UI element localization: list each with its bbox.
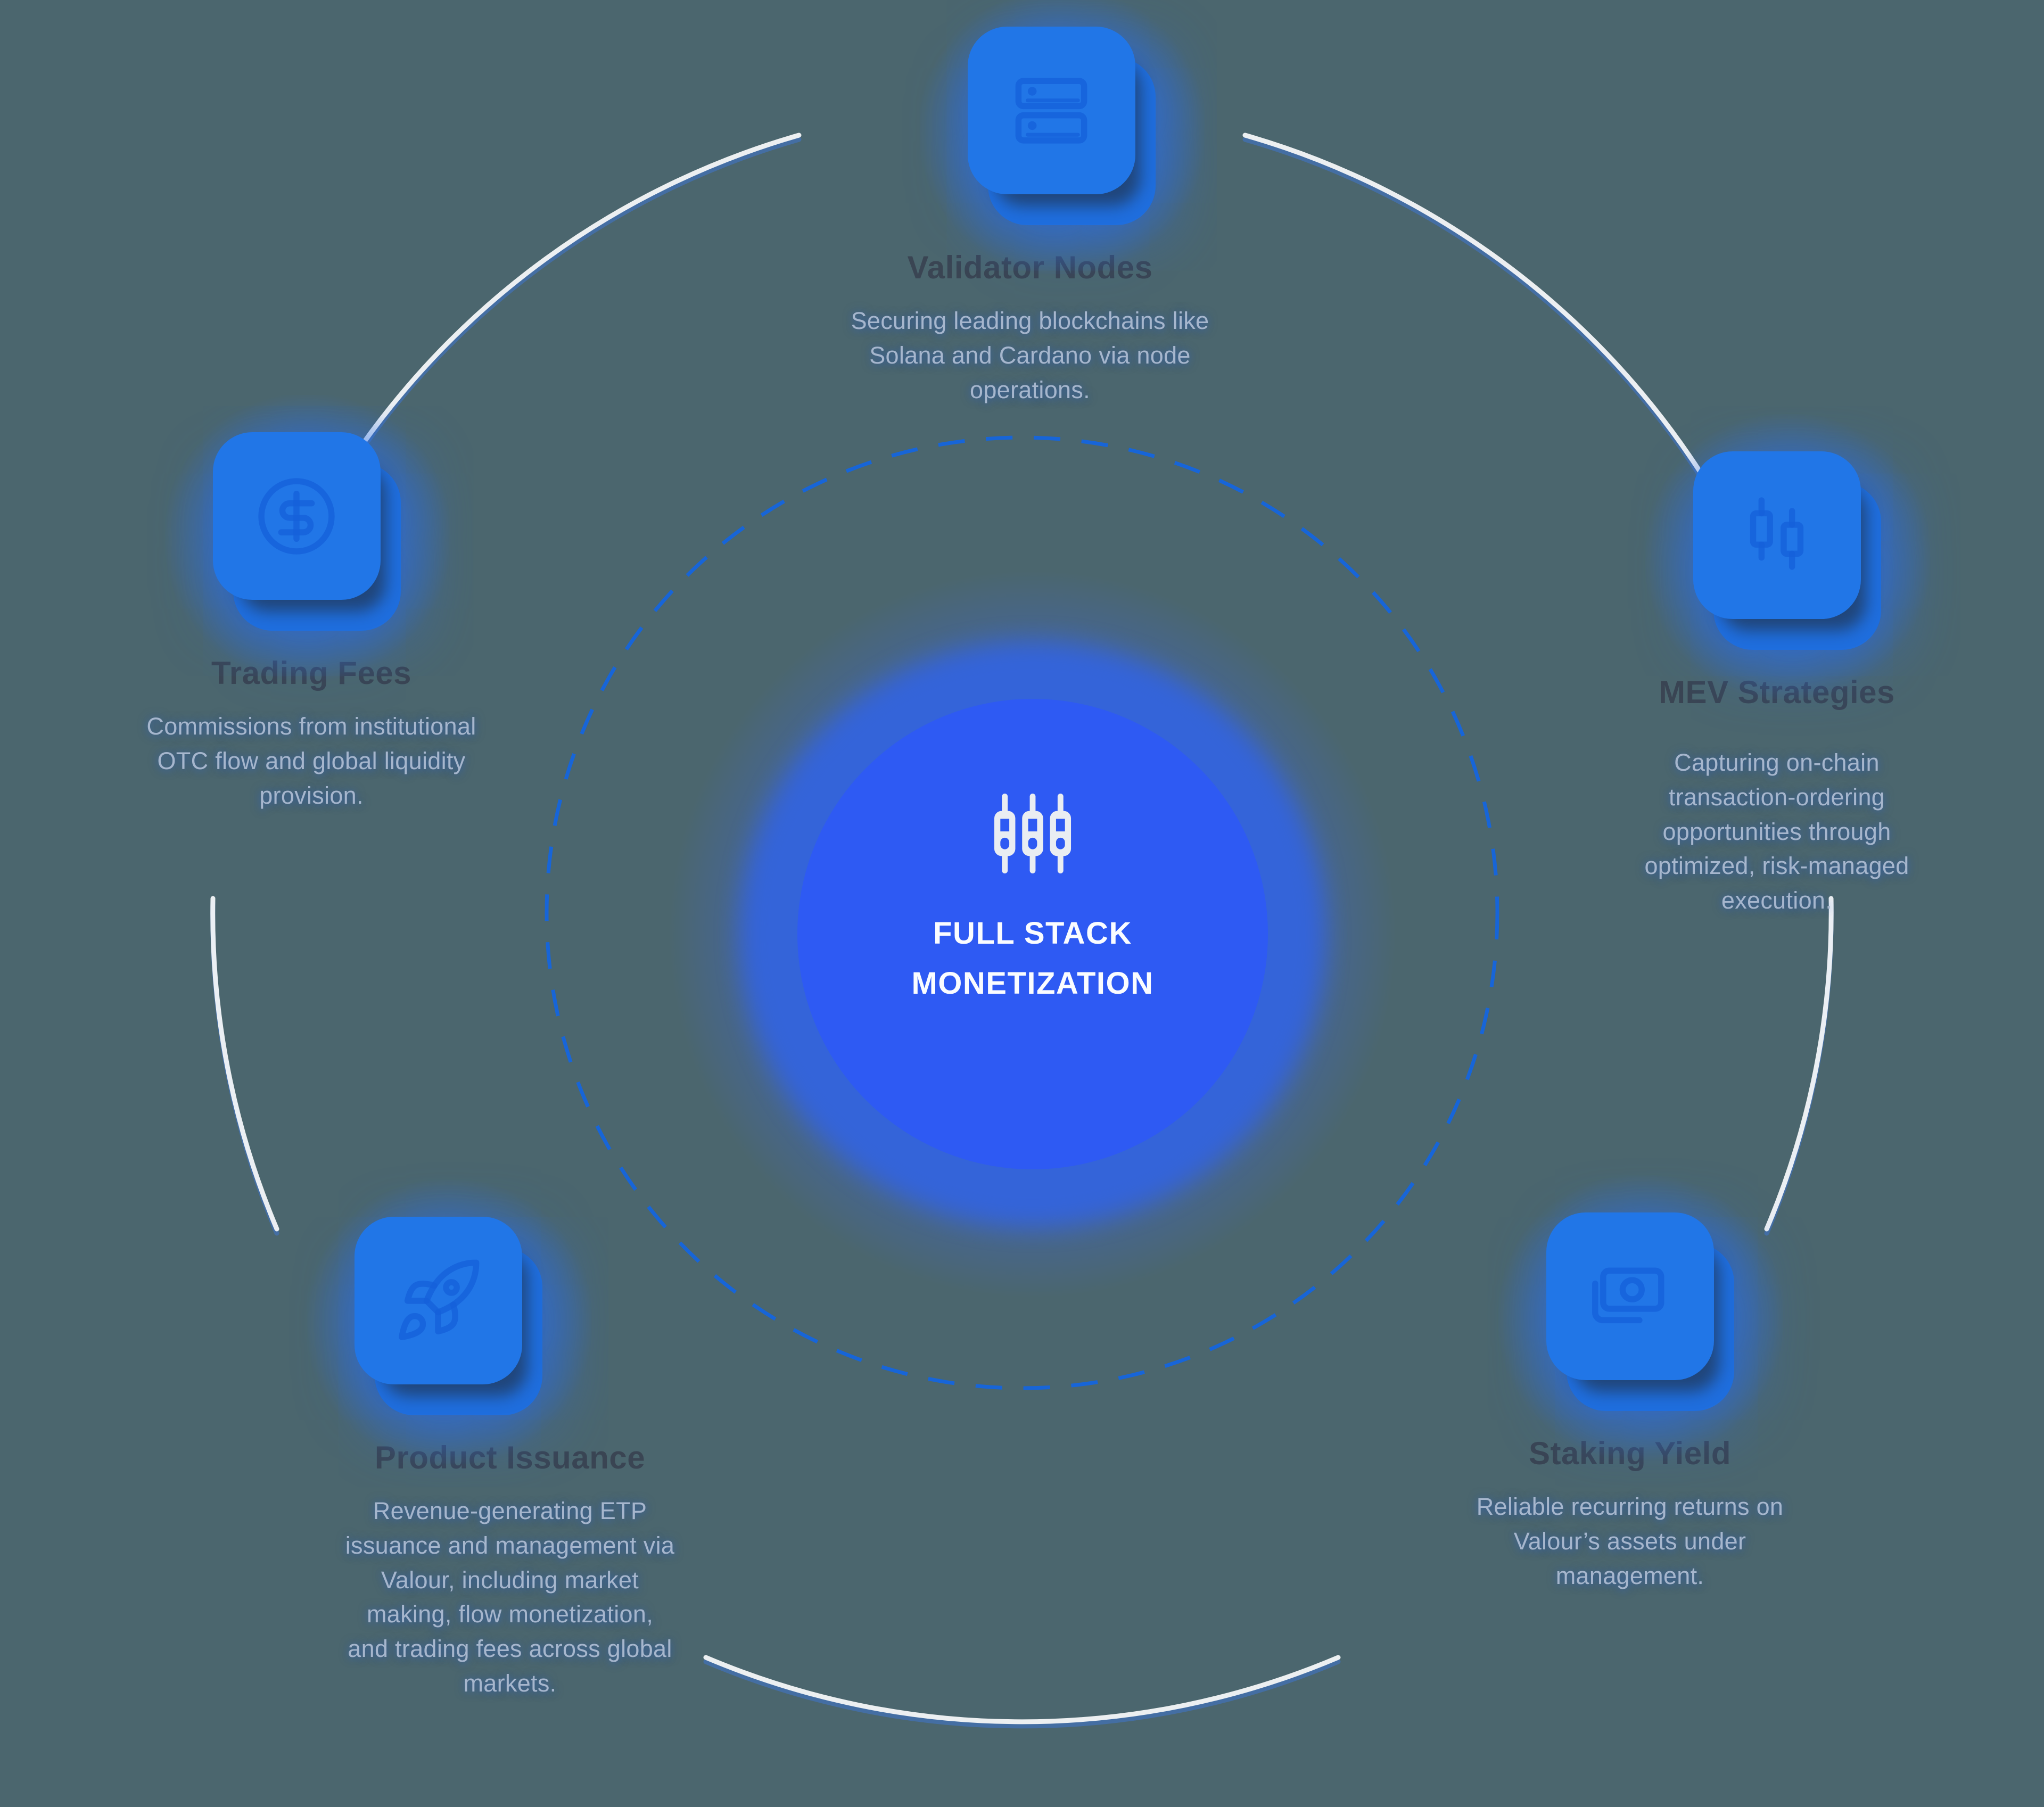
node-description: Securing leading blockchains like Solana… — [851, 307, 1209, 403]
icon-tile — [1546, 1212, 1714, 1380]
arc-left — [210, 896, 279, 1232]
node-product-issuance: Product Issuance Revenue-generating ETP … — [297, 1179, 723, 1701]
node-description: Capturing on-chain transaction-ordering … — [1644, 749, 1909, 914]
arc-bottom — [703, 1655, 1341, 1725]
mev-strategies-app-icon — [1645, 414, 1930, 699]
icon-tile — [212, 432, 381, 600]
node-trading-fees: Trading Fees Commissions from institutio… — [72, 395, 551, 813]
sliders-icon — [994, 794, 1072, 873]
validator-nodes-app-icon — [919, 0, 1205, 274]
icon-tile — [967, 27, 1135, 194]
product-issuance-app-icon — [306, 1179, 591, 1464]
node-description: Commissions from institutional OTC flow … — [146, 713, 476, 809]
dollar-circle-icon — [258, 477, 335, 555]
banknote-icon — [1592, 1267, 1664, 1323]
node-description: Revenue-generating ETP issuance and mana… — [345, 1497, 675, 1697]
node-description: Reliable recurring returns on Valour’s a… — [1476, 1493, 1784, 1589]
server-icon — [1015, 77, 1087, 144]
candlestick-chart-icon — [1750, 497, 1804, 570]
rocket-icon — [399, 1259, 480, 1340]
arc-top-left — [349, 133, 802, 463]
node-mev-strategies: MEV Strategies Capturing on-chain transa… — [1590, 414, 1963, 918]
node-validator-nodes: Validator Nodes Securing leading blockch… — [790, 0, 1270, 407]
center-circle: FULL STACK MONETIZATION — [797, 699, 1268, 1169]
dashed-orbit-circle — [545, 435, 1499, 1390]
arc-right — [1764, 896, 1834, 1232]
center-title: FULL STACK MONETIZATION — [911, 916, 1154, 1001]
node-staking-yield: Staking Yield Reliable recurring returns… — [1428, 1175, 1832, 1593]
icon-tile — [1693, 451, 1861, 619]
icon-tile — [354, 1217, 522, 1384]
staking-yield-app-icon — [1498, 1175, 1783, 1460]
trading-fees-app-icon — [164, 395, 450, 680]
